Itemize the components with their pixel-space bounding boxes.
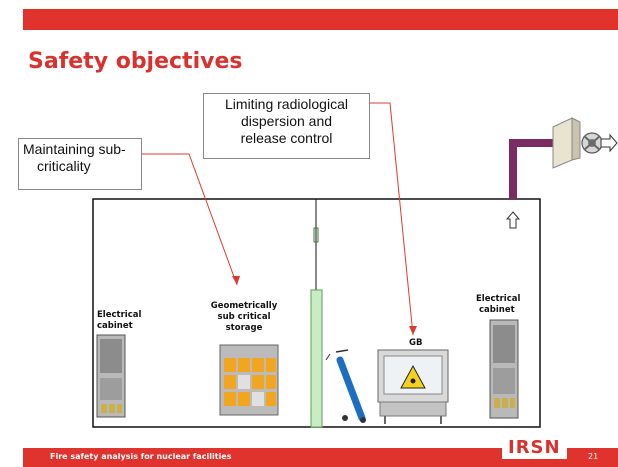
leader-line-radiological	[370, 102, 414, 336]
callout-radiological: Limiting radiological dispersion and rel…	[203, 93, 370, 159]
label-cabinet-left-line2: cabinet	[97, 321, 133, 331]
label-cabinet-right-line1: Electrical	[476, 294, 521, 304]
label-storage-line2: sub critical	[217, 312, 271, 322]
label-gb: GB	[409, 338, 423, 348]
exhaust-arrow-icon	[600, 133, 618, 153]
footer-text: Fire safety analysis for nuclear facilit…	[50, 452, 232, 461]
page-title: Safety objectives	[28, 49, 243, 74]
page-number: 21	[588, 452, 599, 461]
leader-line-subcriticality	[142, 153, 238, 286]
green-duct	[310, 289, 323, 428]
callout-subcriticality: Maintaining sub- criticality	[18, 138, 142, 190]
label-cabinet-right-line2: cabinet	[479, 305, 515, 315]
gas-cylinder-image	[325, 349, 366, 423]
header-bar	[23, 9, 618, 30]
callout-radiological-line2: dispersion and	[240, 113, 333, 129]
callout-radiological-line1: Limiting radiological	[225, 96, 348, 112]
label-cabinet-right: Electrical cabinet	[476, 294, 520, 316]
footer-bar	[23, 448, 618, 467]
subcritical-storage-image	[219, 344, 279, 416]
label-storage: Geometrically sub critical storage	[204, 301, 284, 334]
divider-ellipse	[313, 227, 319, 243]
label-storage-line1: Geometrically	[210, 301, 278, 311]
airflow-up-arrow-icon	[505, 211, 521, 229]
fan-icon	[581, 132, 603, 154]
callout-subcriticality-line2: criticality	[37, 158, 91, 174]
glove-box-image	[377, 349, 449, 424]
electrical-cabinet-right-image	[489, 319, 519, 419]
label-storage-line3: storage	[225, 323, 263, 333]
label-cabinet-left-line1: Electrical	[97, 310, 142, 320]
label-cabinet-left: Electrical cabinet	[97, 310, 141, 332]
electrical-cabinet-left-image	[96, 334, 126, 418]
callout-subcriticality-line1: Maintaining sub-	[23, 141, 126, 157]
exhaust-duct	[509, 139, 553, 199]
callout-radiological-line3: release control	[240, 130, 333, 146]
filter-unit	[552, 117, 581, 169]
irsn-logo: IRSN	[502, 437, 567, 459]
